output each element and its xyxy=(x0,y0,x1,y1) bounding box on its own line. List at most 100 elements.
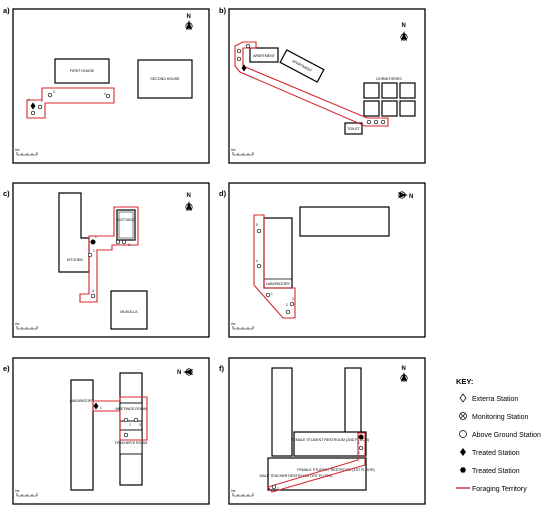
station-group: 5 4 1 2 3 xyxy=(256,223,295,315)
building-musolla xyxy=(110,290,148,330)
station-number: 2 xyxy=(41,99,43,103)
panel-label: a) xyxy=(3,6,10,15)
station-number: 3 xyxy=(292,297,294,301)
treated-station xyxy=(93,402,99,410)
panel-f: f) N FEMALE STUDENT RESTROOM (2ND FLOOR)… xyxy=(219,357,426,505)
scale-label: 0m xyxy=(231,322,236,326)
station-number: 4 xyxy=(92,289,94,293)
foraging-territory xyxy=(79,206,139,303)
building-toilet xyxy=(344,122,363,135)
dormitories-block xyxy=(363,82,416,117)
treated-station xyxy=(241,64,247,72)
building-wing xyxy=(119,372,143,486)
foraging-territory xyxy=(253,214,296,319)
building-right-wing xyxy=(344,367,362,434)
north-label: N xyxy=(177,370,181,376)
building-label: FEMALE STUDENT RESTROOM (2ND FLOOR) xyxy=(291,438,369,442)
building-label: TOILET xyxy=(347,127,360,131)
station-number: 3 xyxy=(53,90,55,94)
station-number: 1 xyxy=(100,406,102,410)
building-left-wing xyxy=(271,367,293,457)
panel-label: e) xyxy=(3,364,10,373)
legend-label: Exterra Station xyxy=(472,396,518,403)
building-female-student-restroom-2nd xyxy=(293,431,367,457)
north-arrow-icon: N xyxy=(185,193,193,211)
north-arrow-icon xyxy=(398,191,408,199)
station-number: 2 xyxy=(286,303,288,307)
building-label: MALE TEACHER RESTROOM (1ST FLOOR) xyxy=(260,474,333,478)
station-number: 1 xyxy=(271,292,273,296)
legend: KEY: Exterra Station Monitoring Station … xyxy=(456,377,541,493)
legend-item-treated-diamond: Treated Station xyxy=(460,448,520,457)
panel-a: a) N FIRST HOUSE SECOND HOUSE 1 2 3 4 0m xyxy=(3,6,210,164)
legend-label: Monitoring Station xyxy=(472,414,529,421)
above-ground-station xyxy=(105,93,111,99)
station-group xyxy=(236,43,386,125)
panel-d: d) N LABORATORY 5 4 1 2 3 0m xyxy=(219,182,426,338)
panel-e: e) N LABORATORY MEETINGS ROOM TEACHER'S … xyxy=(3,357,210,505)
scale-label: 0m xyxy=(15,322,20,326)
building-block xyxy=(299,206,390,237)
station-number: 3 xyxy=(128,243,130,247)
scale-label: 0m xyxy=(231,148,236,152)
north-arrow-icon: N xyxy=(400,23,408,41)
panel-b: b) N APARTMENT APARTMENT DORMITORIES TOI… xyxy=(219,6,426,164)
station-group: 1 2 3 4 xyxy=(87,235,130,299)
building-meetings-room xyxy=(119,402,143,422)
scale-bar: 0m xyxy=(15,489,38,497)
panel-frame xyxy=(228,182,426,338)
treated-station-hexagon xyxy=(358,434,364,440)
building-label: FEMALE STUDENT RESTROOM (1ST FLOOR) xyxy=(297,468,374,472)
treated-station xyxy=(30,102,36,110)
building-apartment xyxy=(249,47,279,63)
diamond-outline-icon xyxy=(459,393,467,403)
building-label: DORMITORIES xyxy=(376,77,402,81)
hexagon-filled-icon xyxy=(460,467,466,473)
legend-label: Foraging Territory xyxy=(472,486,527,493)
station-number: 4 xyxy=(256,259,258,263)
station-number: 3 xyxy=(277,487,279,491)
building-label: MEETINGS ROOM xyxy=(116,407,147,411)
station-number: 1 xyxy=(358,441,360,445)
panel-label: b) xyxy=(219,6,227,15)
north-label: N xyxy=(187,193,191,199)
panel-frame xyxy=(12,357,210,505)
building-label: MUSOLLA xyxy=(120,310,138,314)
panel-c: c) N KITCHEN COTTAGE MUSOLLA 1 2 3 4 0m xyxy=(3,182,210,338)
station-number: 2 xyxy=(358,451,360,455)
building-cottage xyxy=(116,209,136,241)
treated-station-hexagon xyxy=(90,239,96,245)
station-number: 4 xyxy=(104,92,106,96)
building-label: LABORATORY xyxy=(266,282,291,286)
station-number: 3 xyxy=(139,423,141,427)
station-number: 5 xyxy=(256,223,258,227)
panel-label: d) xyxy=(219,189,227,198)
station-group: 1 2 3 4 xyxy=(28,90,111,116)
building-laboratory xyxy=(263,217,293,289)
north-arrow-icon xyxy=(183,368,193,376)
station-number: 2 xyxy=(93,249,95,253)
north-arrow-icon: N xyxy=(400,366,408,382)
foraging-territory xyxy=(267,432,366,493)
legend-item-foraging: Foraging Territory xyxy=(456,486,527,493)
scale-bar: 0m xyxy=(15,322,38,330)
station-number: 2 xyxy=(129,423,131,427)
legend-title: KEY: xyxy=(456,377,473,386)
station-number: 1 xyxy=(95,235,97,239)
station-number: 1 xyxy=(28,98,30,102)
north-label: N xyxy=(187,14,191,20)
scale-bar: 0m xyxy=(231,148,254,156)
building-lower-block xyxy=(267,457,367,491)
scale-bar: 0m xyxy=(15,148,38,156)
scale-label: 0m xyxy=(15,489,20,493)
legend-item-monitoring: Monitoring Station xyxy=(459,412,529,421)
scale-label: 0m xyxy=(231,489,236,493)
station-group: 1 2 3 xyxy=(93,402,141,438)
building-laboratory xyxy=(70,379,94,491)
legend-label: Above Ground Station xyxy=(472,432,541,439)
building-label: LABORATORY xyxy=(70,399,95,403)
scale-bar: 0m xyxy=(231,322,254,330)
circle-outline-icon xyxy=(459,430,467,438)
diamond-filled-icon xyxy=(460,448,466,456)
above-ground-station xyxy=(47,92,53,98)
